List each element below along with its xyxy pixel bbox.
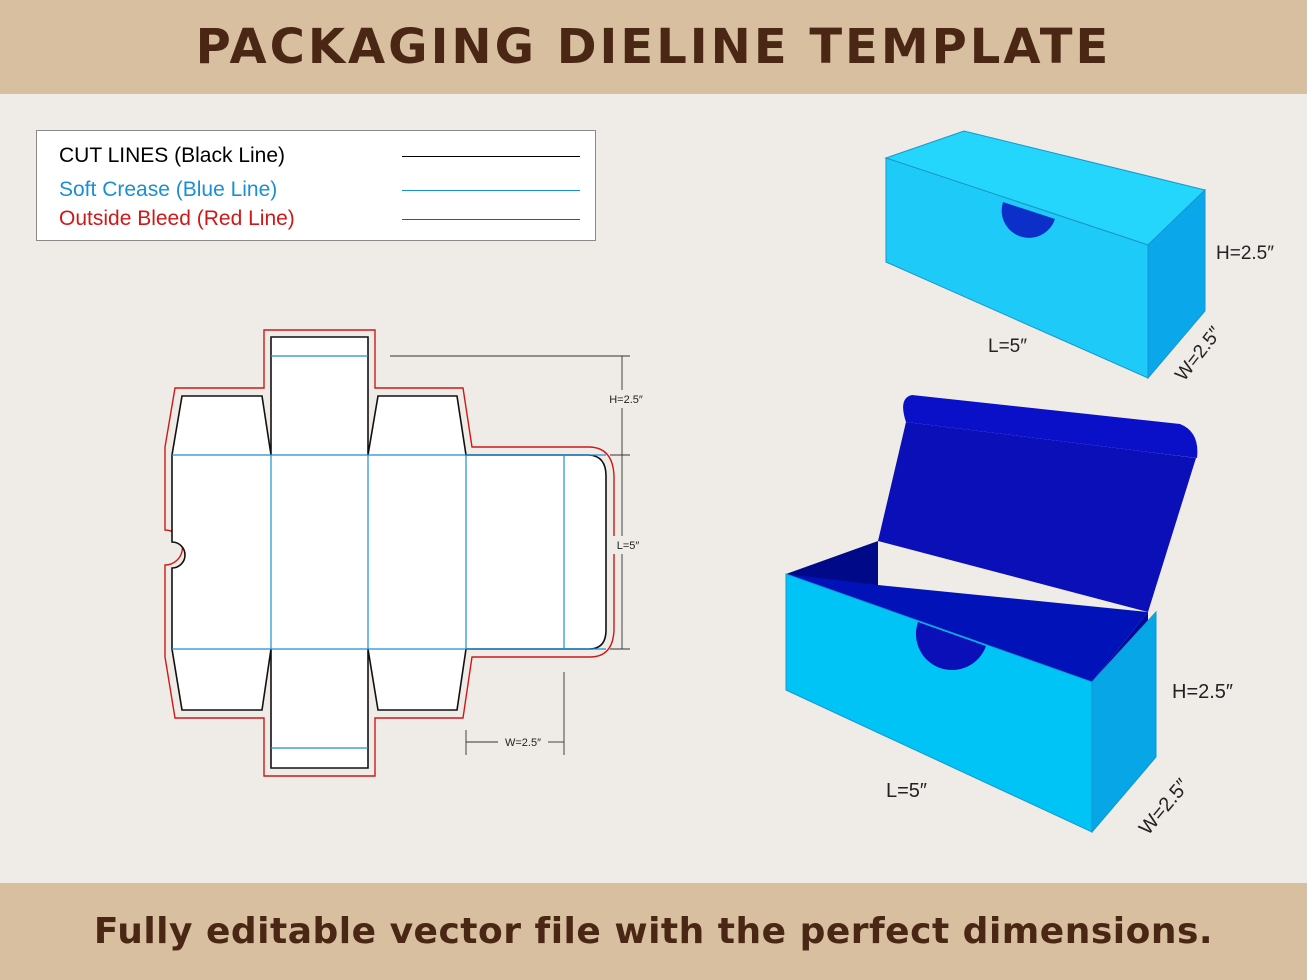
open-box-inner-right-wall (1092, 612, 1148, 682)
open-box-side-face (1091, 610, 1157, 834)
legend-label-cut-lines: CUT LINES (Black Line) (59, 144, 286, 167)
open-box-illustration: H=2.5″ L=5″ W=2.5″ (785, 395, 1233, 839)
dieline-length-label: L=5″ (617, 540, 640, 552)
dieline-height-label: H=2.5″ (609, 394, 643, 406)
open-box-length-label: L=5″ (886, 780, 927, 802)
closed-box-side-face (1147, 188, 1206, 380)
open-box-lid-inner (878, 422, 1196, 612)
closed-box-height-label: H=2.5″ (1216, 243, 1274, 264)
cut-line-outline (171, 336, 607, 769)
legend-item-soft-crease: Soft Crease (Blue Line) (59, 177, 580, 203)
footer-banner: Fully editable vector file with the perf… (0, 883, 1307, 980)
header-banner: PACKAGING DIELINE TEMPLATE (0, 0, 1307, 94)
legend-box: CUT LINES (Black Line) Soft Crease (Blue… (36, 130, 596, 241)
open-box-thumb-notch (915, 622, 986, 671)
closed-box-thumb-notch (1001, 202, 1055, 238)
soft-crease-lines (172, 355, 606, 749)
legend-swatch-cut-lines (402, 156, 580, 157)
page-title: PACKAGING DIELINE TEMPLATE (195, 19, 1112, 75)
open-box-width-label: W=2.5″ (1135, 775, 1194, 839)
closed-box-illustration: H=2.5″ L=5″ W=2.5″ (884, 130, 1274, 385)
dieline-template: H=2.5″ L=5″ W=2.5″ (164, 329, 647, 777)
dieline-width-label: W=2.5″ (505, 737, 541, 749)
legend-swatch-soft-crease (402, 190, 580, 191)
legend-item-outside-bleed: Outside Bleed (Red Line) (59, 206, 580, 232)
legend-label-soft-crease: Soft Crease (Blue Line) (59, 178, 278, 201)
dimension-label-bg-height (603, 390, 647, 408)
dimension-label-bg-length (610, 536, 644, 554)
footer-tagline: Fully editable vector file with the perf… (93, 911, 1214, 952)
open-box-height-label: H=2.5″ (1172, 681, 1233, 703)
legend-item-cut-lines: CUT LINES (Black Line) (59, 143, 580, 169)
legend-swatch-outside-bleed (402, 219, 580, 220)
closed-box-length-label: L=5″ (988, 336, 1027, 357)
open-box-lid-flap (903, 395, 1198, 458)
open-box-inner-floor (786, 574, 1148, 682)
legend-label-outside-bleed: Outside Bleed (Red Line) (59, 207, 295, 230)
